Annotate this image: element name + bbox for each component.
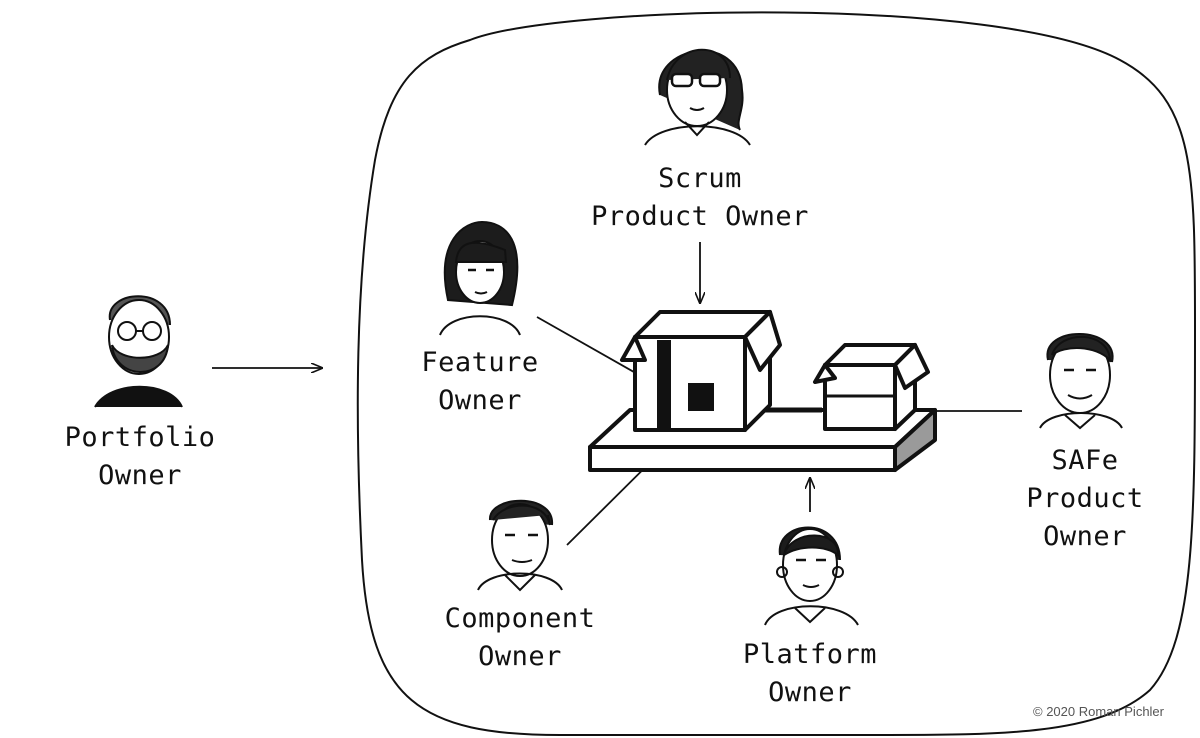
portfolio-owner-label: Portfolio Owner	[64, 422, 216, 491]
safe-product-owner-label: SAFe Product Owner	[1026, 445, 1144, 552]
woman-short-hair-portrait-icon	[764, 526, 859, 626]
product-boxes-on-platform-icon	[588, 310, 937, 472]
product-boundary	[356, 11, 1196, 736]
man-curly-hair-portrait-icon	[1039, 333, 1123, 430]
man-portrait-icon	[477, 499, 563, 592]
feature-owner-label: Feature Owner	[421, 347, 539, 416]
scrum-product-owner-label: Scrum Product Owner	[591, 163, 809, 232]
platform-owner-label: Platform Owner	[742, 639, 878, 708]
bearded-man-glasses-portrait-icon	[94, 295, 183, 408]
component-owner-label: Component Owner	[444, 603, 596, 672]
woman-bob-hair-portrait-icon	[439, 220, 521, 336]
copyright-notice: © 2020 Roman Pichler	[1033, 704, 1164, 719]
woman-glasses-portrait-icon	[644, 48, 751, 146]
